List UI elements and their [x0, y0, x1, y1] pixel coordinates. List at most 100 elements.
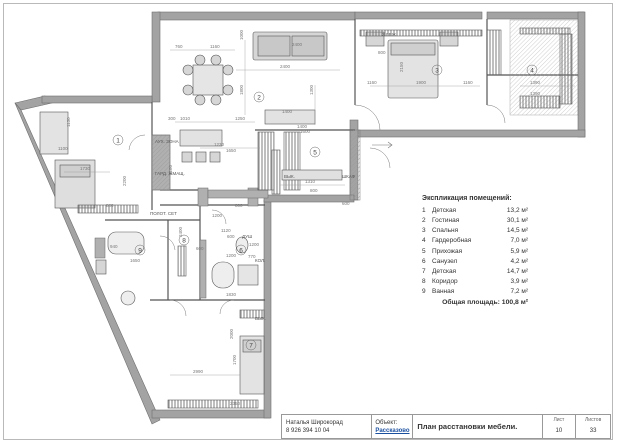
dimension-text: 1200 — [212, 213, 223, 218]
room-schedule-name: Коридор — [432, 278, 458, 286]
dimension-text: 1400 — [282, 109, 293, 114]
dimension-text: 1800 — [239, 84, 244, 95]
dimension-text: 1160 — [367, 80, 377, 85]
room-schedule-number: 7 — [422, 267, 426, 275]
room-schedule-number: 6 — [422, 257, 426, 265]
dimension-text: 2000 — [229, 328, 234, 339]
room-schedule-area: 3,9 м² — [510, 278, 528, 286]
author-cell: Наталья Широкорад 8 926 394 10 04 — [282, 415, 373, 438]
sheet-cell: Лист 10 — [543, 415, 577, 438]
room-schedule-name: Детская — [432, 267, 457, 275]
dimension-text: 1000 — [239, 29, 244, 40]
room-schedule-row: 7 Детская 14,7 м² — [422, 267, 528, 277]
room-numbers: 1 2 3 4 5 6 7 8 9 — [116, 68, 534, 350]
dimension-text: 300 — [168, 116, 176, 121]
room-schedule-number: 8 — [422, 278, 426, 286]
room-schedule-row: 8 Коридор 3,9 м² — [422, 277, 528, 287]
room-schedule-name: Гостиная — [432, 217, 460, 225]
entry-arrow-icon — [372, 141, 393, 149]
dimension-text: 2400 — [280, 64, 291, 69]
author-name: Наталья Широкорад — [286, 420, 343, 426]
plan-label: ПОЛОТ. СЕТ — [150, 211, 177, 216]
dimension-text: 600 — [196, 246, 204, 251]
plan-labels: АУХ. ЗОНА ГАРД. ЖМАЩ. ПОЛОТ. СЕТ 2 ЛЕЖ Д… — [150, 32, 397, 321]
dimension-text: 800 — [378, 50, 386, 55]
dimension-text: 2180 — [168, 164, 173, 175]
room-markers — [112, 64, 538, 351]
object-label: Объект: — [375, 420, 398, 426]
plan-label: ВЫК. — [255, 316, 266, 321]
object-value: Рассказово — [375, 428, 410, 434]
sheet-title: План расстановки мебели. — [413, 415, 543, 438]
dimension-text: 600 — [342, 201, 350, 206]
dimension-text: 1200 — [249, 242, 260, 247]
room-number: 6 — [239, 248, 243, 255]
dimension-text: 1730 — [80, 166, 91, 171]
dimension-text: 1200 — [226, 253, 237, 258]
room-schedule-area: 4,2 м² — [510, 257, 528, 265]
dimension-text: 1650 — [130, 258, 141, 263]
room-schedule-area: 7,0 м² — [510, 237, 528, 245]
room-number: 1 — [116, 138, 120, 145]
door-swings — [128, 104, 506, 317]
sheets-label: Листов — [585, 417, 602, 423]
total-area: Общая площадь: 100,8 м² — [442, 298, 528, 306]
room-schedule-area: 14,5 м² — [506, 227, 528, 235]
room-schedule-area: 14,7 м² — [506, 267, 528, 275]
dimension-text: 1900 — [416, 80, 427, 85]
dimension-text: 1390 — [530, 91, 541, 96]
dimension-text: 1160 — [463, 80, 473, 85]
room-schedule-number: 1 — [422, 206, 426, 214]
room-schedule-title: Экспликация помещений: — [422, 195, 512, 202]
room-schedule-row: 6 Санузел 4,2 м² — [422, 257, 528, 267]
plan-label: ШКАФ — [342, 174, 356, 179]
dimension-text: 2990 — [193, 369, 204, 374]
room-number: 3 — [435, 68, 439, 75]
dimension-text: 940 — [110, 244, 118, 249]
dimension-text: 800 — [235, 203, 243, 208]
sheets-cell: Листов 33 — [576, 415, 610, 438]
room-schedule-number: 4 — [422, 237, 426, 245]
dimension-text: 1650 — [226, 148, 237, 153]
title-block: Наталья Широкорад 8 926 394 10 04 Объект… — [281, 414, 611, 439]
dimension-text: 800 — [310, 188, 318, 193]
room-schedule-area: 5,9 м² — [510, 247, 528, 255]
sheet-frame — [3, 3, 613, 440]
room-number: 2 — [257, 95, 261, 102]
plan-label: АУХ. ЗОНА — [155, 139, 179, 144]
room-number: 5 — [313, 150, 317, 157]
dimension-text: 1130 — [66, 117, 71, 127]
room-schedule-number: 3 — [422, 227, 426, 235]
furniture — [39, 27, 573, 409]
sheet-number: 10 — [555, 428, 563, 434]
dimension-text: 2400 — [292, 42, 303, 47]
dimension-text: 1390 — [530, 80, 541, 85]
room-schedule-number: 9 — [422, 288, 426, 296]
room-schedule-name: Детская — [432, 206, 457, 214]
plan-label: 2 ЛЕЖ — [382, 32, 397, 37]
dimension-text: 1830 — [226, 292, 237, 297]
dimension-text: 1100 — [58, 146, 68, 151]
dimension-text: 2150 — [399, 61, 404, 72]
dimension-text: 1300 — [309, 84, 314, 95]
dimension-text: 600 — [227, 234, 235, 239]
room-schedule-area: 30,1 м² — [506, 217, 528, 225]
room-schedule-name: Санузел — [432, 257, 458, 265]
dimension-text: 1250 — [235, 116, 246, 121]
room-schedule-name: Ванная — [432, 288, 455, 296]
plan-label: КОЛ. — [255, 258, 265, 263]
dimension-text: 1120 — [221, 228, 231, 233]
sheets-total: 33 — [589, 428, 597, 434]
author-phone: 8 926 394 10 04 — [286, 428, 330, 434]
dimension-text: 1010 — [180, 116, 191, 121]
room-number: 8 — [182, 238, 186, 245]
room-schedule-name: Спальня — [432, 227, 459, 235]
room-schedule-name: Прихожая — [432, 247, 463, 255]
dimension-text: 2350 — [230, 401, 241, 406]
dimension-text: 2400 — [178, 226, 183, 237]
plan-label: ГАРД. ЖМАЩ. — [155, 171, 185, 176]
